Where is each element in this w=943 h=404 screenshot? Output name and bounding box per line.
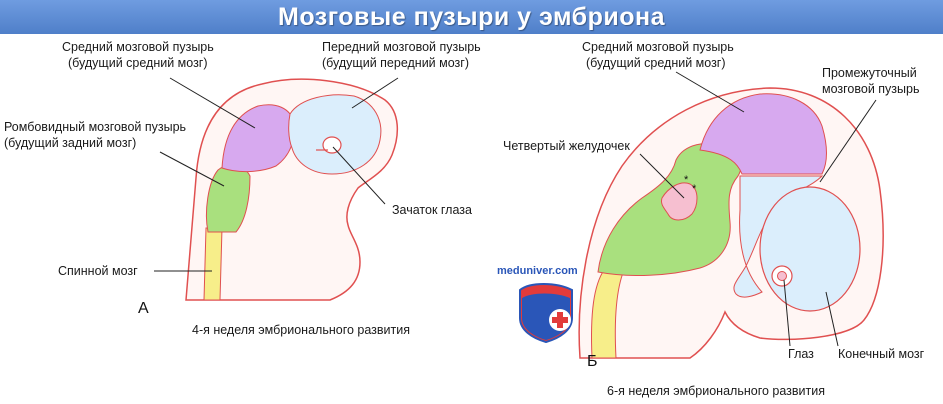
label-a-forebrain-2: (будущий передний мозг) xyxy=(322,56,469,70)
label-b-eye: Глаз xyxy=(788,347,814,361)
panel-b-ventricle-star-1: * xyxy=(684,174,689,186)
shield-cross-logo xyxy=(519,283,573,344)
title-bar xyxy=(0,0,943,34)
label-b-midbrain-1: Средний мозговой пузырь xyxy=(582,40,734,54)
page-title: Мозговые пузыри у эмбриона xyxy=(278,3,665,31)
panel-a-caption: 4-я неделя эмбрионального развития xyxy=(192,323,410,337)
panel-b-mesencephalon xyxy=(699,93,827,175)
panel-b-caption: 6-я неделя эмбрионального развития xyxy=(607,384,825,398)
lead-b-ventricle xyxy=(639,153,685,199)
lead-a-midbrain xyxy=(169,77,256,129)
label-a-rhomb-1: Ромбовидный мозговой пузырь xyxy=(4,120,186,134)
label-a-rhomb-2: (будущий задний мозг) xyxy=(4,136,136,150)
label-b-diencephalon-2: мозговой пузырь xyxy=(822,82,919,96)
watermark-site: meduniver.com xyxy=(497,265,578,277)
label-b-diencephalon-1: Промежуточный xyxy=(822,66,917,80)
panel-a-prosencephalon xyxy=(288,94,382,175)
lead-b-telencephalon xyxy=(825,291,839,347)
label-b-telencephalon: Конечный мозг xyxy=(838,347,925,361)
lead-a-rhomb xyxy=(159,151,225,187)
panel-a-spinal-cord xyxy=(203,227,223,301)
lead-b-diencephalon xyxy=(819,99,877,183)
label-a-midbrain-2: (будущий средний мозг) xyxy=(68,56,208,70)
panel-b-eye-inner xyxy=(777,271,787,281)
label-a-eye: Зачаток глаза xyxy=(392,203,472,217)
label-a-forebrain-1: Передний мозговой пузырь xyxy=(322,40,481,54)
panel-a-embryo xyxy=(185,78,399,301)
lead-b-eye xyxy=(783,279,791,347)
panel-a-letter: A xyxy=(138,300,149,317)
label-b-midbrain-2: (будущий средний мозг) xyxy=(586,56,726,70)
lead-a-forebrain xyxy=(351,77,399,109)
panel-b-ventricle-star-2: * xyxy=(692,183,697,195)
panel-b-embryo: * * xyxy=(578,87,884,359)
panel-b-telencephalon xyxy=(759,186,861,312)
label-a-midbrain-1: Средний мозговой пузырь xyxy=(62,40,214,54)
panel-a-eye-primordium xyxy=(322,136,342,154)
label-b-fourth-ventricle: Четвертый желудочек xyxy=(503,139,630,153)
label-a-spinal: Спинной мозг xyxy=(58,264,138,278)
lead-b-midbrain xyxy=(675,71,745,113)
lead-a-eye xyxy=(332,146,386,205)
panel-b-letter: Б xyxy=(587,353,598,370)
panel-b-fourth-ventricle xyxy=(661,182,698,221)
